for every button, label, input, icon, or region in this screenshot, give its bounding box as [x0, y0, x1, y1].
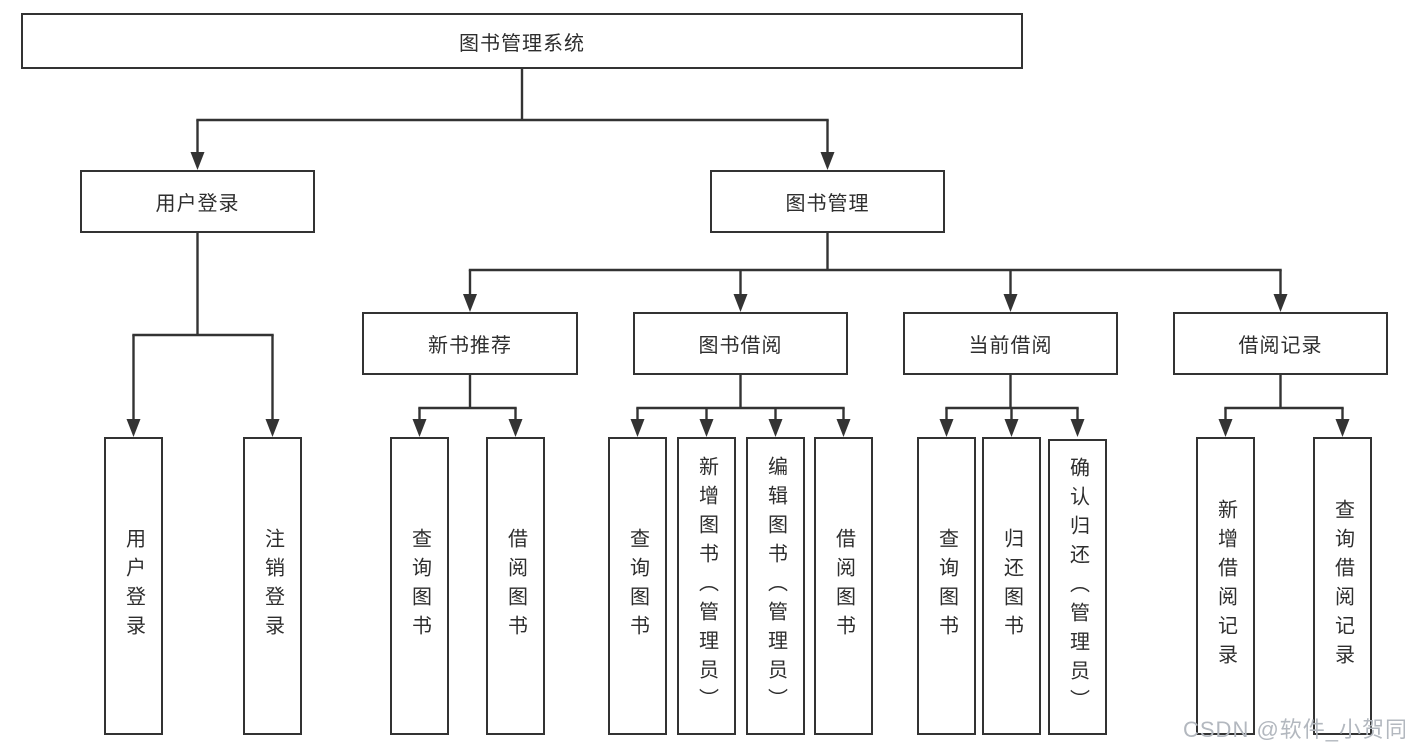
leaf-current-confirm-return-admin: 确认归还（管理员） — [1048, 439, 1107, 735]
node-new-book-recommend: 新书推荐 — [362, 312, 578, 375]
leaf-recommend-borrow-books: 借阅图书 — [486, 437, 545, 735]
leaf-logout: 注销登录 — [243, 437, 302, 735]
leaf-borrow-edit-books-admin: 编辑图书（管理员） — [746, 437, 805, 735]
leaf-records-add-borrow-record: 新增借阅记录 — [1196, 437, 1255, 735]
node-root-library-system: 图书管理系统 — [21, 13, 1023, 69]
node-book-management: 图书管理 — [710, 170, 945, 233]
leaf-records-query-borrow-record: 查询借阅记录 — [1313, 437, 1372, 735]
csdn-watermark: CSDN @软件_小贺同学 — [1183, 717, 1405, 742]
leaf-user-login: 用户登录 — [104, 437, 163, 735]
leaf-current-query-books: 查询图书 — [917, 437, 976, 735]
leaf-current-return-books: 归还图书 — [982, 437, 1041, 735]
node-current-borrow: 当前借阅 — [903, 312, 1118, 375]
node-user-login: 用户登录 — [80, 170, 315, 233]
leaf-borrow-query-books: 查询图书 — [608, 437, 667, 735]
node-borrow-records: 借阅记录 — [1173, 312, 1388, 375]
node-book-borrow: 图书借阅 — [633, 312, 848, 375]
leaf-borrow-add-books-admin: 新增图书（管理员） — [677, 437, 736, 735]
leaf-recommend-query-books: 查询图书 — [390, 437, 449, 735]
leaf-borrow-borrow-books: 借阅图书 — [814, 437, 873, 735]
